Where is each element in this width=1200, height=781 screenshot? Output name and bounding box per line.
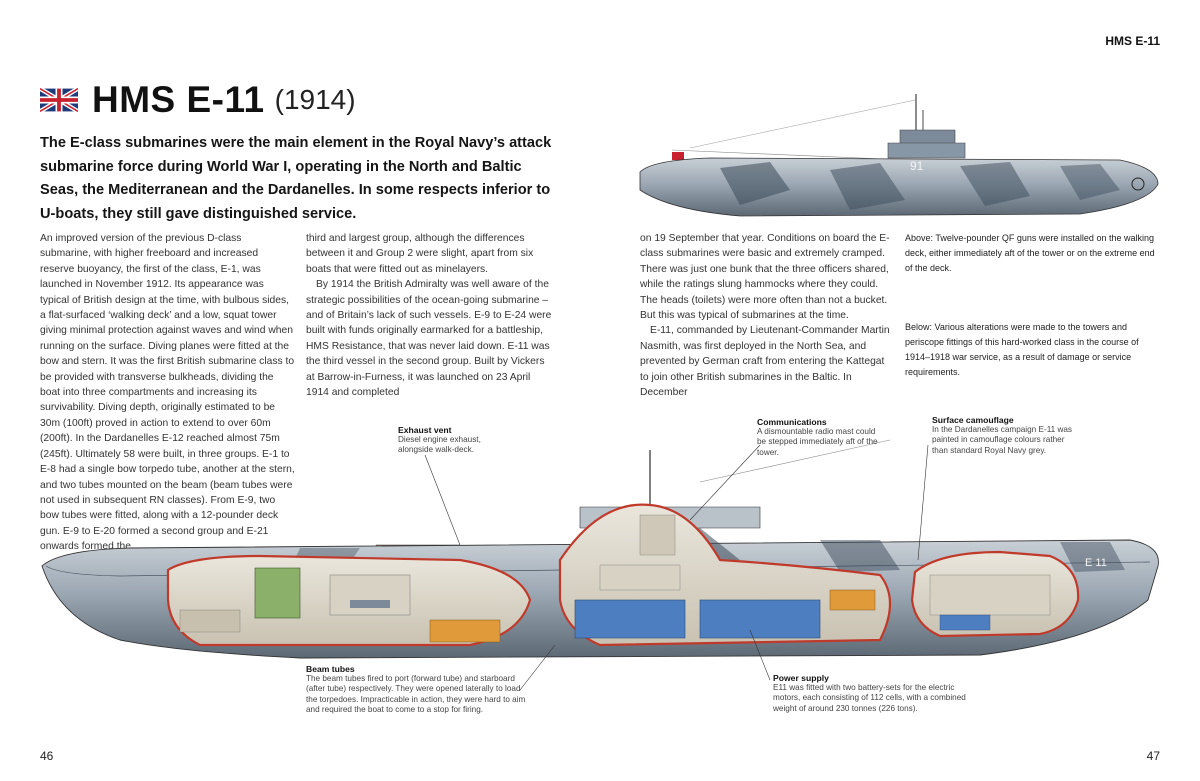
body-column-2: third and largest group, although the di…	[306, 231, 554, 400]
leader-line-power	[749, 629, 771, 681]
caption-below: Below: Various alterations were made to …	[905, 322, 1139, 377]
label-power-supply: Power supply E11 was fitted with two bat…	[773, 673, 978, 714]
title-year: (1914)	[274, 84, 356, 115]
body-paragraph: third and largest group, although the di…	[306, 233, 534, 275]
submarine-side-profile: 91	[639, 94, 1159, 217]
label-title: Beam tubes	[306, 664, 355, 674]
profile-hull-number: 91	[910, 159, 924, 173]
leader-line-beam	[519, 644, 556, 691]
label-title: Power supply	[773, 673, 829, 683]
label-exhaust-vent: Exhaust vent Diesel engine exhaust, alon…	[398, 425, 518, 456]
title-name: HMS E-11	[92, 79, 265, 120]
caption-above: Above: Twelve-pounder QF guns were insta…	[905, 233, 1155, 273]
cutaway-hull-marking: E 11	[1085, 557, 1107, 569]
label-surface-camouflage: Surface camouflage In the Dardanelles ca…	[932, 415, 1077, 456]
running-head: HMS E-11	[1105, 34, 1160, 48]
leader-line-exhaust	[424, 454, 461, 546]
submarine-cutaway: E 11	[41, 439, 1159, 659]
label-text: In the Dardanelles campaign E-11 was pai…	[932, 425, 1073, 455]
label-text: The beam tubes fired to port (forward tu…	[306, 674, 526, 714]
leader-line-camo	[917, 444, 929, 561]
label-text: E11 was fitted with two battery-sets for…	[773, 683, 966, 713]
body-column-1: An improved version of the previous D-cl…	[40, 231, 295, 555]
label-beam-tubes: Beam tubes The beam tubes fired to port …	[306, 664, 531, 715]
intro-paragraph: The E-class submarines were the main ele…	[40, 135, 552, 222]
label-text: Diesel engine exhaust, alongside walk-de…	[398, 435, 481, 455]
body-paragraph: on 19 September that year. Conditions on…	[640, 233, 890, 322]
label-communications: Communications A dismountable radio mast…	[757, 417, 882, 458]
page-number-right: 47	[1146, 749, 1160, 763]
page-number-left: 46	[40, 749, 54, 763]
label-title: Surface camouflage	[932, 415, 1014, 425]
label-text: A dismountable radio mast could be stepp…	[757, 427, 878, 457]
body-paragraph: An improved version of the previous D-cl…	[40, 233, 295, 553]
body-column-3: on 19 September that year. Conditions on…	[640, 231, 890, 400]
label-title: Communications	[757, 417, 827, 427]
body-paragraph: By 1914 the British Admiralty was well a…	[306, 279, 552, 399]
page-title: HMS E-11 (1914)	[40, 79, 356, 120]
union-jack-flag-icon	[40, 88, 78, 112]
body-paragraph: E-11, commanded by Lieutenant-Commander …	[640, 325, 890, 399]
label-title: Exhaust vent	[398, 425, 452, 435]
leader-line-comm	[689, 444, 761, 521]
